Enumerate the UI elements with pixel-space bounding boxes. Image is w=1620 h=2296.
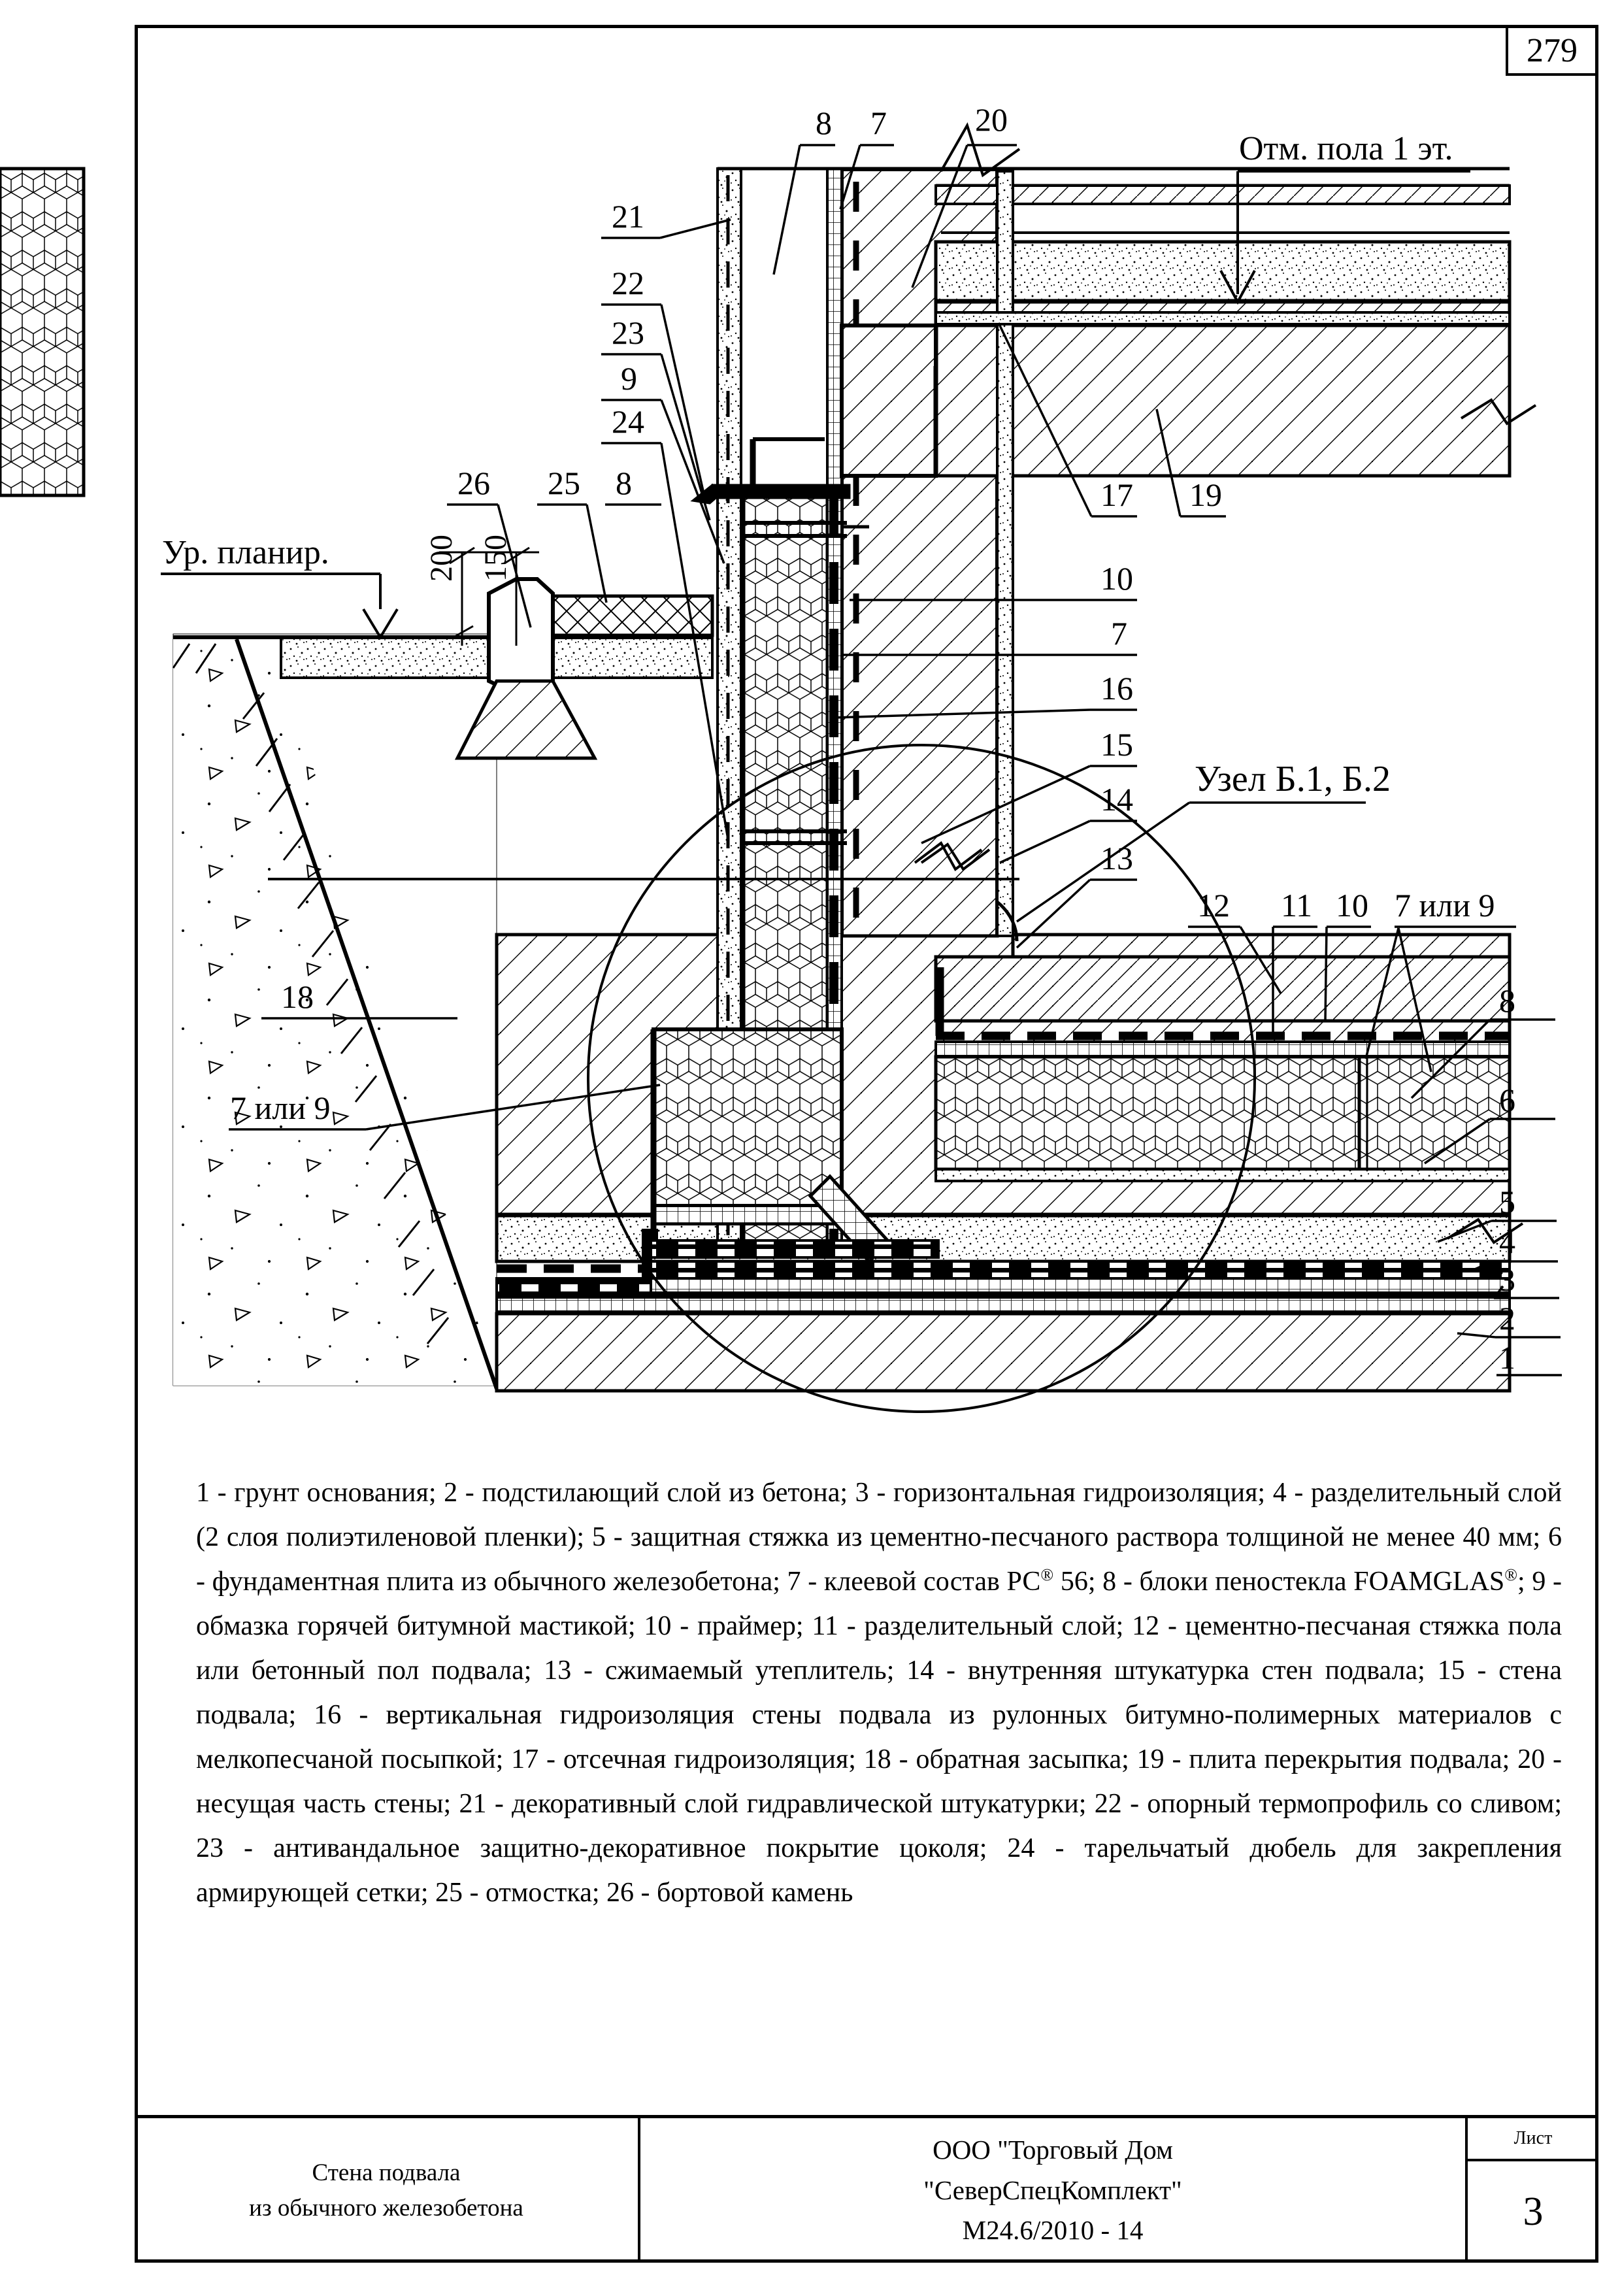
slab-ledge [840, 324, 938, 478]
callout-7-top: 7 [870, 105, 887, 141]
callout-14: 14 [1100, 781, 1133, 818]
callout-7-or-9-b: 7 или 9 [230, 1090, 330, 1126]
footing-corner-insulation [642, 1027, 1511, 1294]
dimension-200-text: 200 [424, 535, 459, 582]
callout-1: 1 [1499, 1339, 1515, 1376]
callout-4: 4 [1499, 1223, 1515, 1260]
callout-5: 5 [1499, 1184, 1515, 1220]
object-name-line1: Стена подвала [312, 2159, 461, 2186]
company-line1: ООО "Торговый Дом [933, 2135, 1173, 2165]
leader-lines [229, 144, 1562, 1376]
title-block-object: Стена подвала из обычного железобетона [135, 2118, 640, 2263]
callout-17: 17 [1100, 476, 1133, 513]
backfill-region [172, 633, 499, 1389]
title-block-company: ООО "Торговый Дом "СеверСпецКомплект" М2… [640, 2118, 1468, 2263]
company-line2: "СеверСпецКомплект" [923, 2174, 1182, 2205]
callout-10-b: 10 [1336, 887, 1368, 923]
callout-20: 20 [975, 101, 1008, 138]
callout-24: 24 [612, 403, 644, 440]
registered-mark-2: ® [1504, 1565, 1518, 1585]
callout-26: 26 [457, 465, 490, 501]
callout-19: 19 [1189, 476, 1222, 513]
drawing-text-labels: Отм. пола 1 эт. Ур. планир. Узел Б.1, Б.… [162, 130, 1453, 799]
callout-texts: 8 7 20 21 22 23 9 24 26 25 8 17 19 10 7 … [230, 101, 1515, 1376]
callout-9: 9 [621, 360, 637, 397]
floor-level-label: Отм. пола 1 эт. [1239, 130, 1453, 167]
legend-part-1: 1 - грунт основания; 2 - подстилающий сл… [196, 1478, 1562, 1597]
callout-21: 21 [612, 198, 644, 235]
callout-8-right: 8 [1499, 982, 1515, 1019]
title-block: Стена подвала из обычного железобетона О… [135, 2115, 1598, 2263]
ground-floor-buildup [934, 184, 1512, 327]
callout-22: 22 [612, 265, 644, 301]
object-name-line2: из обычного железобетона [249, 2194, 523, 2221]
callout-23: 23 [612, 314, 644, 351]
callout-16: 16 [1100, 670, 1133, 707]
sheet-label: Лист [1468, 2118, 1598, 2161]
callout-12: 12 [1197, 887, 1230, 923]
plinth-support-profile [690, 437, 869, 845]
planning-level-label: Ур. планир. [162, 534, 329, 571]
blind-area-assembly [173, 577, 714, 760]
callout-15: 15 [1100, 726, 1133, 763]
callout-18: 18 [281, 978, 314, 1015]
callout-6: 6 [1499, 1082, 1515, 1118]
sheet-border [135, 25, 1598, 2263]
callout-7-a: 7 [1111, 615, 1127, 652]
foamglass-under-slab [934, 1040, 1512, 1182]
registered-mark-1: ® [1040, 1565, 1054, 1585]
page-number-box: 279 [1506, 25, 1598, 76]
level-markers [161, 170, 1470, 640]
title-block-sheet: Лист 3 [1468, 2118, 1598, 2263]
callout-25: 25 [548, 465, 580, 501]
callout-11: 11 [1281, 887, 1312, 923]
node-circle-Б1-Б2 [587, 744, 1256, 1413]
callout-10-a: 10 [1100, 560, 1133, 597]
callout-8-mid: 8 [616, 465, 632, 501]
break-lines [268, 842, 1019, 880]
wall-top-break [718, 122, 1510, 178]
cutoff-waterproofing [934, 311, 1511, 325]
document-code: М24.6/2010 - 14 [962, 2215, 1144, 2246]
callout-7-or-9-a: 7 или 9 [1395, 887, 1495, 923]
sheet-value: 3 [1523, 2189, 1544, 2234]
legend-block: 1 - грунт основания; 2 - подстилающий сл… [196, 1471, 1562, 1915]
legend-part-3: ; 9 - обмазка горячей битумной мастикой;… [196, 1567, 1562, 1908]
callout-13: 13 [1100, 840, 1133, 876]
node-reference-label: Узел Б.1, Б.2 [1195, 759, 1391, 799]
callout-8-top: 8 [816, 105, 832, 141]
callout-2: 2 [1499, 1300, 1515, 1337]
page-number: 279 [1527, 31, 1578, 69]
callout-3: 3 [1499, 1261, 1515, 1298]
legend-part-2: 56; 8 - блоки пеностекла FOAMGLAS [1060, 1567, 1505, 1597]
basement-ceiling-slab [933, 324, 1537, 478]
basement-floor-layers [934, 955, 1512, 1040]
